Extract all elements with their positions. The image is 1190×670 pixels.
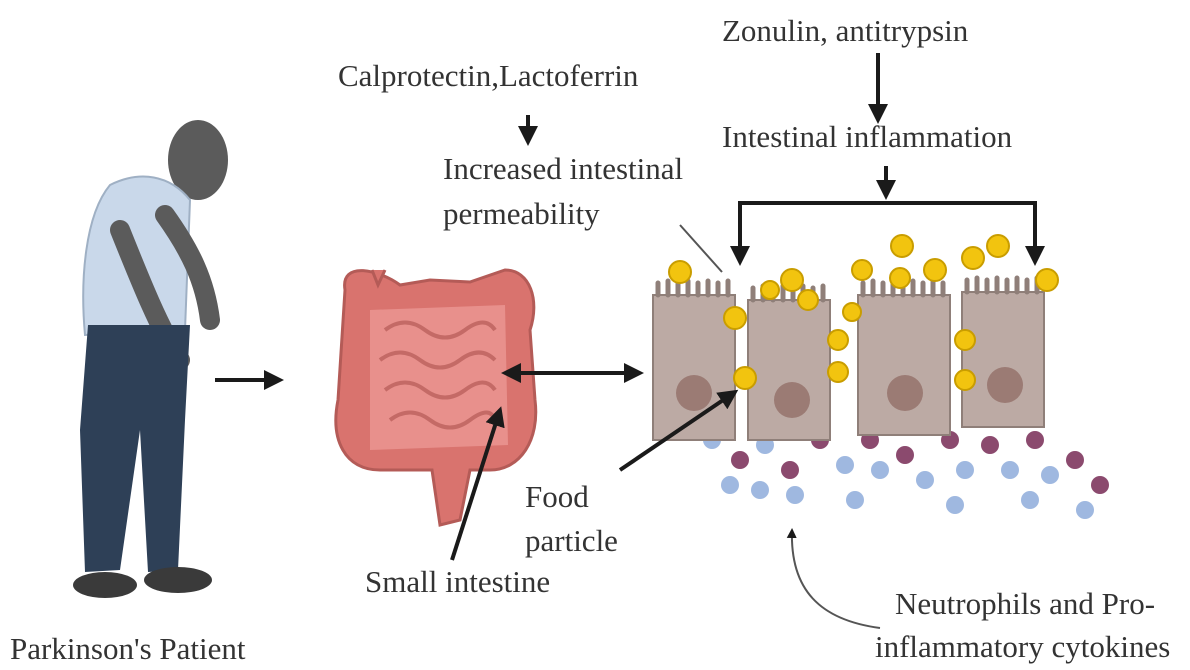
cytokine <box>751 481 769 499</box>
cytokine <box>916 471 934 489</box>
arrow-neutrophils <box>792 530 880 628</box>
cytokine <box>786 486 804 504</box>
label-permeability-line2: permeability <box>443 195 600 233</box>
particle <box>669 261 691 283</box>
patient-shoe-left <box>73 572 137 598</box>
particle <box>798 290 818 310</box>
cytokine <box>1076 501 1094 519</box>
neutrophil <box>781 461 799 479</box>
particle <box>987 235 1009 257</box>
cytokine <box>1021 491 1039 509</box>
intestine-icon <box>336 270 536 525</box>
particle <box>924 259 946 281</box>
label-patient: Parkinson's Patient <box>10 630 246 668</box>
cytokine <box>721 476 739 494</box>
particle <box>761 281 779 299</box>
patient-figure-icon <box>73 120 228 598</box>
label-calprotectin: Calprotectin,Lactoferrin <box>338 57 638 95</box>
epithelial-cell <box>858 295 950 435</box>
label-neutrophils-line2: inflammatory cytokines <box>875 628 1170 666</box>
particle <box>955 370 975 390</box>
label-neutrophils-line1: Neutrophils and Pro- <box>895 585 1155 623</box>
particle <box>843 303 861 321</box>
patient-shoe-right <box>144 567 212 593</box>
particle <box>955 330 975 350</box>
cytokine <box>836 456 854 474</box>
neutrophil <box>1091 476 1109 494</box>
particle <box>828 362 848 382</box>
cytokine <box>1041 466 1059 484</box>
epithelial-cell <box>748 300 830 440</box>
neutrophil <box>896 446 914 464</box>
immune-cells <box>703 431 1109 519</box>
particle <box>724 307 746 329</box>
epithelial-cells-icon <box>653 278 1044 440</box>
cell-nucleus <box>987 367 1023 403</box>
cell-nucleus <box>887 375 923 411</box>
particle <box>891 235 913 257</box>
label-small-intestine: Small intestine <box>365 563 550 601</box>
cytokine <box>871 461 889 479</box>
epithelial-cell <box>962 292 1044 427</box>
neutrophil <box>981 436 999 454</box>
cell-nucleus <box>774 382 810 418</box>
particle <box>852 260 872 280</box>
particle <box>1036 269 1058 291</box>
cytokine <box>1001 461 1019 479</box>
label-food-line1: Food <box>525 478 589 516</box>
label-permeability-line1: Increased intestinal <box>443 150 683 188</box>
neutrophil <box>731 451 749 469</box>
particle <box>828 330 848 350</box>
label-zonulin: Zonulin, antitrypsin <box>722 12 968 50</box>
particle <box>781 269 803 291</box>
label-food-line2: particle <box>525 522 618 560</box>
label-intestinal-inflammation: Intestinal inflammation <box>722 118 1012 156</box>
particle <box>890 268 910 288</box>
particle <box>734 367 756 389</box>
cytokine <box>846 491 864 509</box>
neutrophil <box>1066 451 1084 469</box>
cell-nucleus <box>676 375 712 411</box>
particle <box>962 247 984 269</box>
neutrophil <box>1026 431 1044 449</box>
cytokine <box>956 461 974 479</box>
patient-trousers <box>80 325 190 572</box>
cytokine <box>946 496 964 514</box>
